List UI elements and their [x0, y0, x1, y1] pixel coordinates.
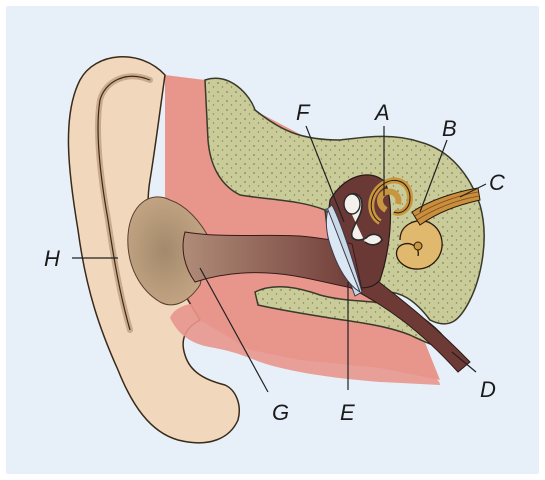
cochlea-center [414, 242, 422, 250]
label-e: E [340, 400, 355, 425]
label-f: F [296, 100, 311, 125]
label-h: H [44, 246, 60, 271]
label-a: A [373, 100, 390, 125]
label-g: G [272, 400, 289, 425]
label-b: B [442, 116, 457, 141]
label-d: D [480, 377, 496, 402]
ossicle-head [344, 194, 360, 214]
label-c: C [489, 170, 505, 195]
